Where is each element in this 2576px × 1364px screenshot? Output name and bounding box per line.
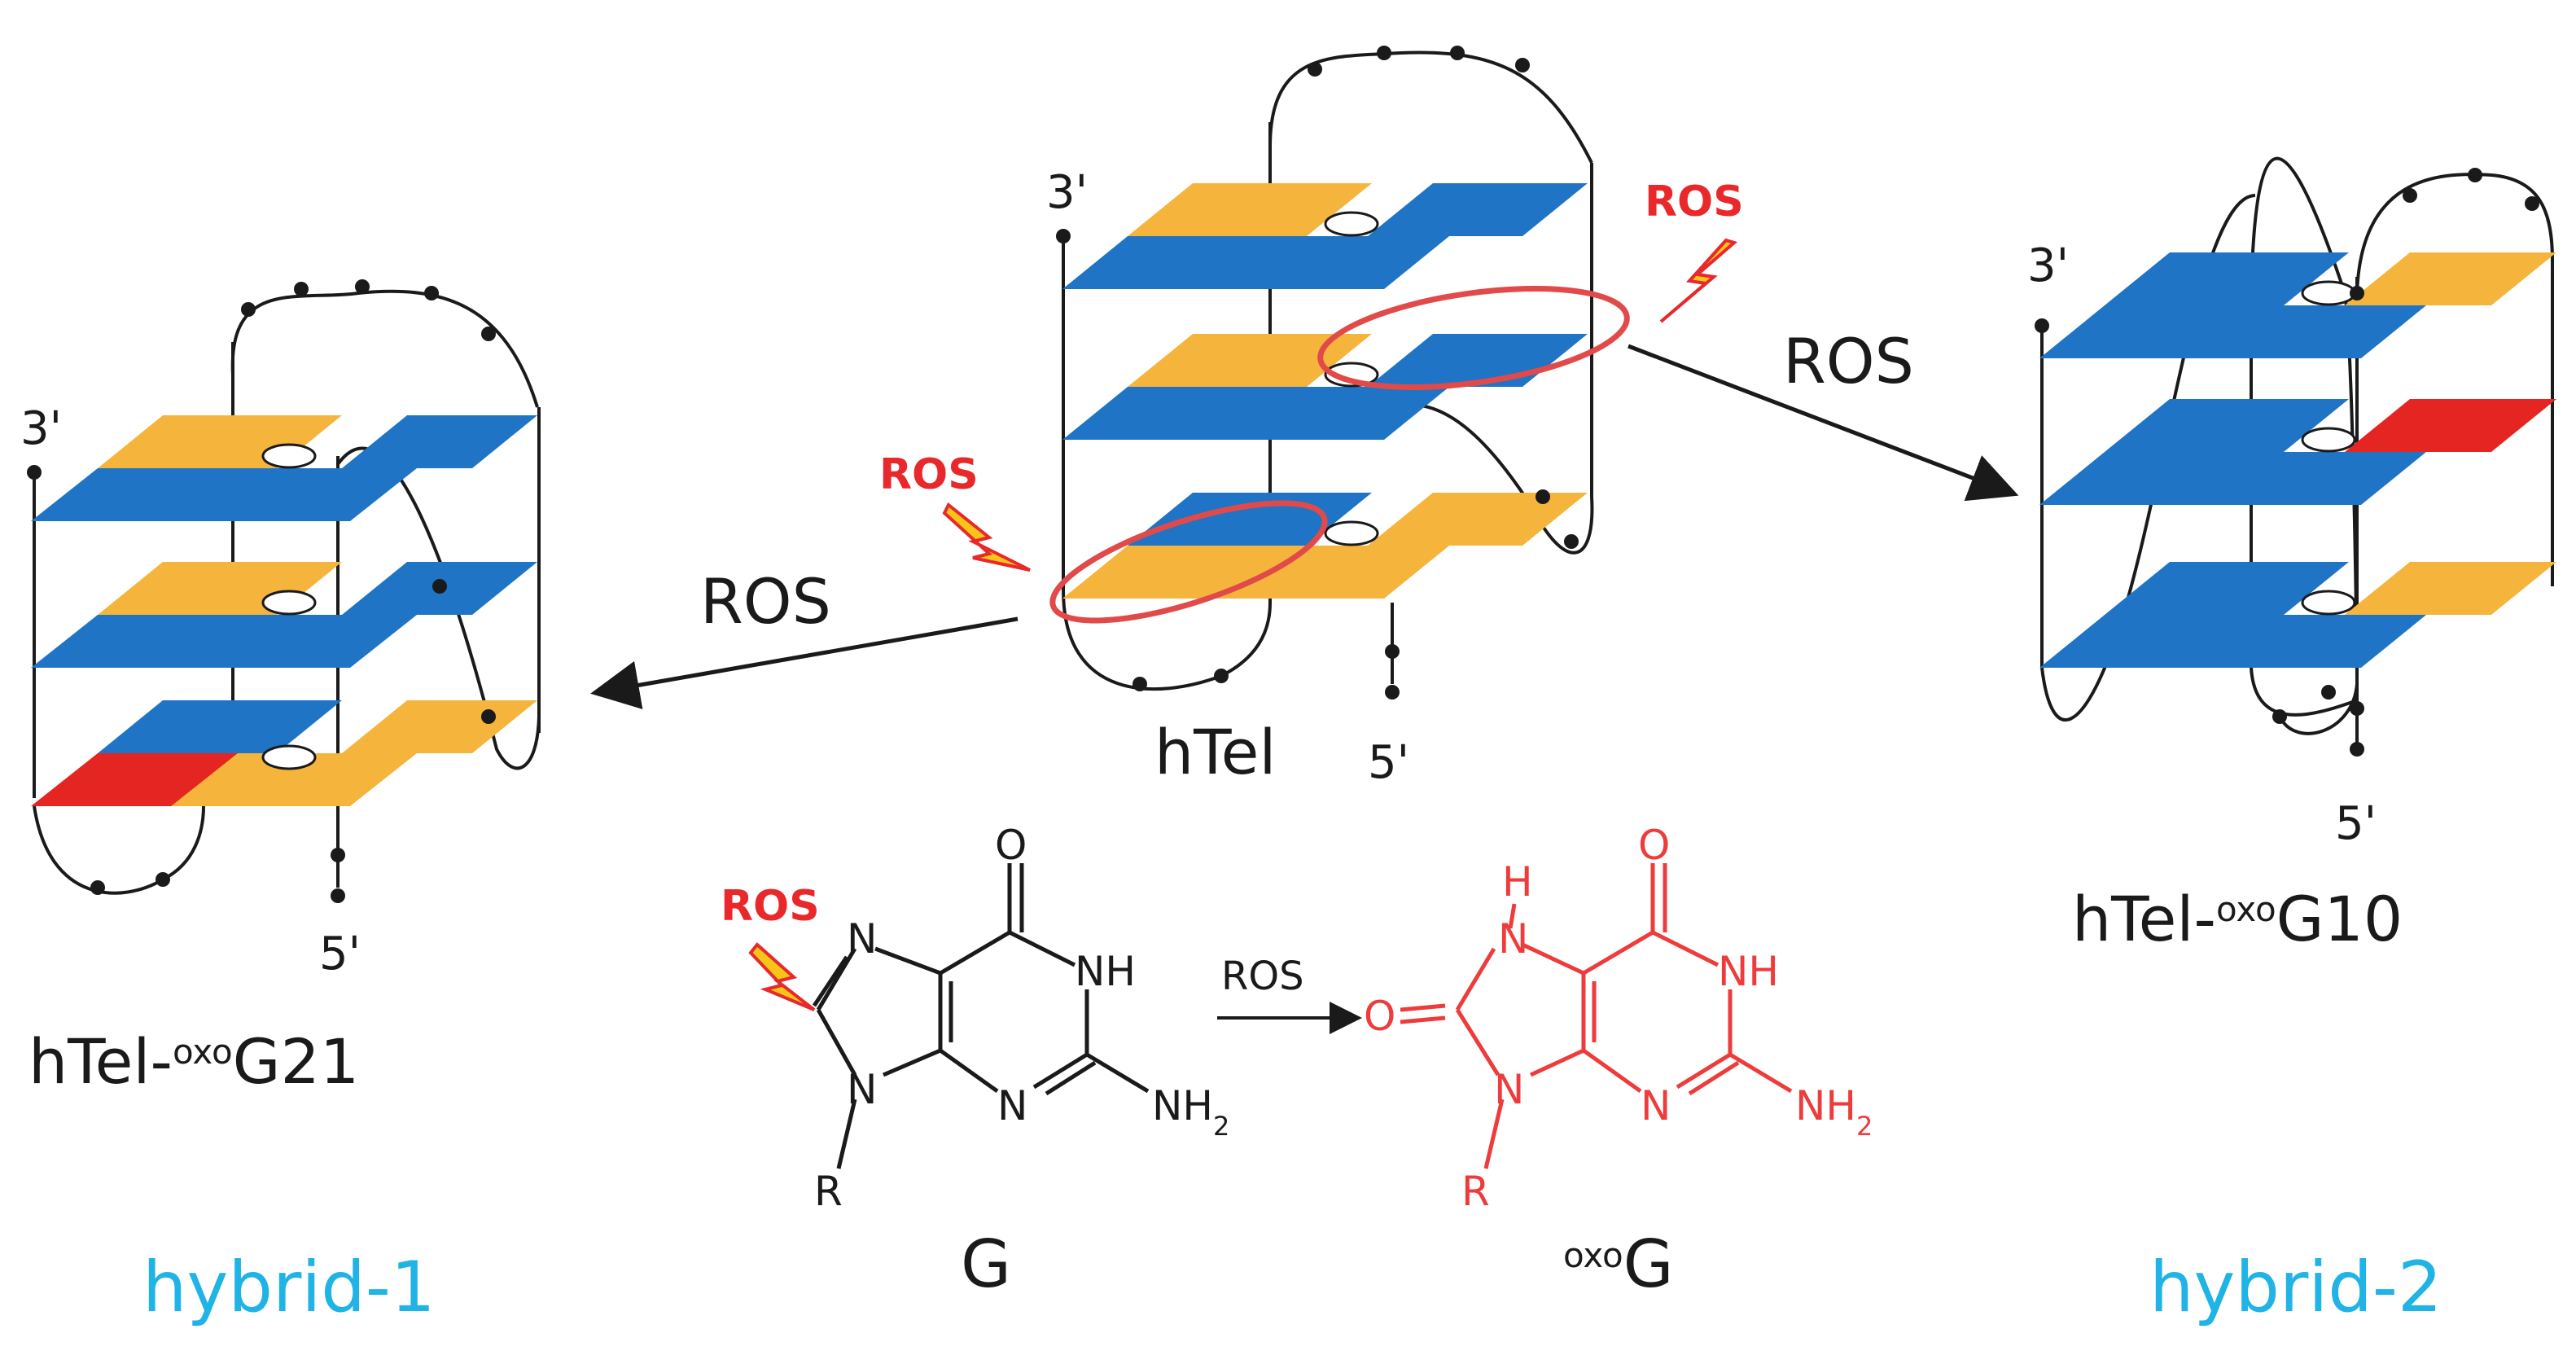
oxoguanine-name: oxoG xyxy=(1563,1226,1674,1302)
lightning-bolt-icon xyxy=(748,942,816,1011)
svg-text:N: N xyxy=(997,1082,1027,1129)
lightning-bolt-icon xyxy=(1659,238,1738,323)
svg-text:O: O xyxy=(1364,993,1395,1040)
center-tier-middle xyxy=(1062,334,1588,440)
guanine-ros-label: ROS xyxy=(721,882,820,931)
center-3prime-label: 3' xyxy=(1046,166,1088,219)
left-tier-top xyxy=(31,415,537,521)
guanine-name: G xyxy=(961,1226,1011,1302)
svg-text:O: O xyxy=(1638,822,1670,869)
center-tier-top xyxy=(1062,183,1588,289)
svg-text:N: N xyxy=(1641,1082,1671,1129)
right-quadruplex-structure: 3' 5' hTel-oxoG10 hybrid-2 xyxy=(2027,156,2556,1328)
center-5prime-label: 5' xyxy=(1368,736,1409,789)
svg-text:N: N xyxy=(847,915,877,963)
oxoguanine-nh-bond xyxy=(1508,903,1517,929)
hybrid-2-label: hybrid-2 xyxy=(2149,1247,2442,1328)
right-strand-nodes xyxy=(2035,168,2539,757)
oxidation-site-lower-ring xyxy=(1049,500,1328,624)
arrow-left-ros-label: ROS xyxy=(700,565,831,638)
left-structure-name: hTel-oxoG21 xyxy=(28,1025,359,1098)
guanine-atom-labels: O N NH N N R NH2 xyxy=(814,822,1229,1215)
right-tier-middle xyxy=(2039,399,2556,505)
center-structure-name: hTel xyxy=(1154,716,1277,788)
arrow-to-right: ROS xyxy=(1628,325,2019,502)
guanine-bonds xyxy=(812,863,1150,1169)
svg-text:H: H xyxy=(1502,858,1533,906)
svg-text:NH2: NH2 xyxy=(1795,1082,1873,1142)
ros-upper-label: ROS xyxy=(1645,178,1744,226)
left-3prime-label: 3' xyxy=(20,402,62,455)
right-structure-name: hTel-oxoG10 xyxy=(2072,883,2403,955)
left-strand-nodes xyxy=(27,279,496,903)
svg-text:N: N xyxy=(847,1066,877,1113)
svg-text:R: R xyxy=(814,1168,843,1215)
svg-text:NH2: NH2 xyxy=(1152,1082,1229,1142)
arrow-right-ros-label: ROS xyxy=(1783,325,1914,397)
right-3prime-label: 3' xyxy=(2027,239,2069,292)
left-front-strands xyxy=(33,472,340,888)
reaction-ros-label: ROS xyxy=(1221,954,1304,999)
center-quadruplex-structure: ROS ROS 3' 5' hTel xyxy=(879,46,1744,789)
arrow-to-left: ROS xyxy=(590,565,1019,709)
svg-text:N: N xyxy=(1494,1066,1524,1113)
right-tier-bottom xyxy=(2039,562,2556,668)
right-tier-top xyxy=(2039,252,2556,358)
center-tier-bottom xyxy=(1062,493,1588,599)
hybrid-1-label: hybrid-1 xyxy=(142,1247,436,1328)
guanine-molecule: O N NH N N R NH2 G ROS xyxy=(721,822,1229,1302)
left-quadruplex-structure: 3' 5' hTel-oxoG21 hybrid-1 xyxy=(20,279,541,1328)
oxoguanine-bonds xyxy=(1400,863,1793,1169)
center-ros-upper-mark: ROS xyxy=(1645,178,1744,323)
left-tier-middle xyxy=(31,562,537,668)
oxoguanine-molecule: O O H N NH N N R NH2 oxoG xyxy=(1364,822,1873,1302)
center-ros-lower-mark: ROS xyxy=(879,450,1031,572)
left-5prime-label: 5' xyxy=(319,928,361,980)
center-strand-nodes xyxy=(1056,46,1579,700)
right-5prime-label: 5' xyxy=(2335,797,2377,850)
guanine-ros-mark: ROS xyxy=(721,882,820,1011)
oxidation-site-upper-ring xyxy=(1317,285,1630,391)
svg-text:N: N xyxy=(1498,915,1528,963)
svg-text:NH: NH xyxy=(1718,948,1779,995)
svg-text:O: O xyxy=(995,822,1027,869)
reaction-arrow: ROS xyxy=(1217,954,1362,1034)
svg-text:NH: NH xyxy=(1075,948,1136,995)
left-tier-bottom xyxy=(31,700,537,806)
lightning-bolt-icon xyxy=(942,502,1031,572)
oxoguanine-atom-labels: O O H N NH N N R NH2 xyxy=(1364,822,1873,1215)
svg-text:R: R xyxy=(1461,1168,1490,1215)
ros-lower-label: ROS xyxy=(879,450,979,499)
